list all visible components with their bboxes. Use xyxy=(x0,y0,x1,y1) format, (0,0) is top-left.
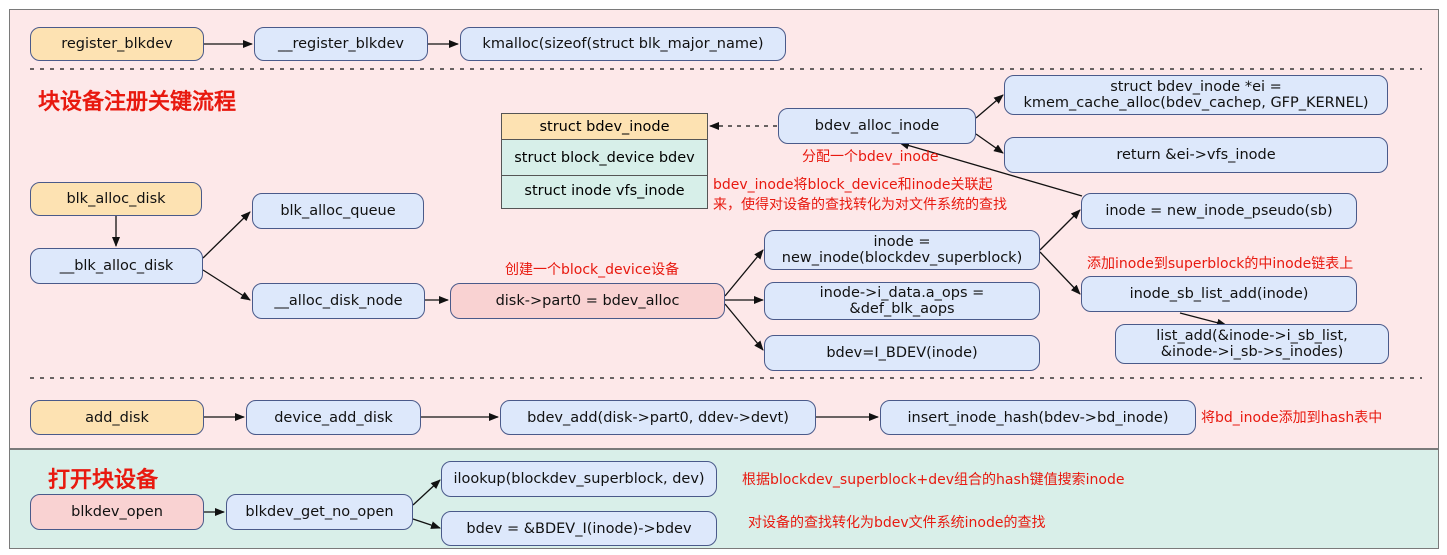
edge-bdev-alloc-to-new-inode xyxy=(724,249,764,297)
edge-new-inode-to-pseudo xyxy=(1039,209,1081,251)
bdev-alloc-node: disk->part0 = bdev_alloc xyxy=(450,283,725,319)
kmalloc-node: kmalloc(sizeof(struct blk_major_name) xyxy=(460,27,786,61)
new-inode-line2: new_inode(blockdev_superblock) xyxy=(781,250,1023,266)
__register-blkdev-node: __register_blkdev xyxy=(254,27,428,61)
kmem-cache-alloc-line2: kmem_cache_alloc(bdev_cachep, GFP_KERNEL… xyxy=(1023,95,1369,111)
new-inode-pseudo-node: inode = new_inode_pseudo(sb) xyxy=(1081,193,1357,229)
blk-alloc-queue-node: blk_alloc_queue xyxy=(252,193,424,229)
note-add-to-superblock: 添加inode到superblock的中inode链表上 xyxy=(1087,256,1354,272)
new-inode-line1: inode = xyxy=(873,234,931,250)
edge-__blk-to-queue xyxy=(202,211,251,259)
edge-sb-list-to-list-add xyxy=(1179,312,1227,327)
edge-alloc-inode-to-kmem xyxy=(975,94,1004,119)
blkdev-get-no-open-node: blkdev_get_no_open xyxy=(226,494,413,530)
kmem-cache-alloc-node: struct bdev_inode *ei = kmem_cache_alloc… xyxy=(1004,75,1388,115)
bdev-i-bdev-node: bdev=I_BDEV(inode) xyxy=(764,335,1040,371)
edge-get-no-open-to-bdev xyxy=(412,518,441,529)
note-alloc-bdev-inode: 分配一个bdev_inode xyxy=(802,149,939,165)
edge-bdev-alloc-to-bdev-i xyxy=(724,303,764,351)
open-section-title: 打开块设备 xyxy=(48,468,159,493)
bdev-inode-struct-field-vfs-inode: struct inode vfs_inode xyxy=(524,183,685,199)
__blk-alloc-disk-node: __blk_alloc_disk xyxy=(30,248,203,284)
i-data-aops-node: inode->i_data.a_ops = &def_blk_aops xyxy=(764,282,1040,320)
register-section-title: 块设备注册关键流程 xyxy=(38,90,237,115)
note-add-to-hash: 将bd_inode添加到hash表中 xyxy=(1201,410,1383,426)
edge-new-inode-to-sb-list xyxy=(1039,251,1081,295)
list-add-line2: &inode->i_sb->s_inodes) xyxy=(1160,344,1344,360)
add-disk-node: add_disk xyxy=(30,400,204,435)
bdev-add-node: bdev_add(disk->part0, ddev->devt) xyxy=(500,400,816,435)
edge-get-no-open-to-ilookup xyxy=(412,479,441,506)
edge-alloc-inode-to-return xyxy=(975,133,1004,154)
note-associate-line1: bdev_inode将block_device和inode关联起 xyxy=(713,177,993,193)
i-data-aops-line2: &def_blk_aops xyxy=(849,301,955,317)
device-add-disk-node: device_add_disk xyxy=(246,400,421,435)
blkdev-open-node: blkdev_open xyxy=(30,494,204,530)
bdev-inode-struct-field-bdev: struct block_device bdev xyxy=(502,140,707,176)
bdev-inode-struct: struct bdev_inode struct block_device bd… xyxy=(501,113,708,209)
register-blkdev-node: register_blkdev xyxy=(30,27,204,61)
bdev-from-inode-node: bdev = &BDEV_I(inode)->bdev xyxy=(441,511,717,546)
note-associate-line2: 来，使得对设备的查找转化为对文件系统的查找 xyxy=(713,197,1007,213)
kmem-cache-alloc-line1: struct bdev_inode *ei = xyxy=(1110,79,1282,95)
edge-__blk-to-alloc-node xyxy=(202,269,251,301)
note-create-block-device: 创建一个block_device设备 xyxy=(505,262,680,278)
list-add-node: list_add(&inode->i_sb_list, &inode->i_sb… xyxy=(1115,324,1389,364)
edge-pseudo-to-alloc-inode xyxy=(899,141,1083,197)
inode-sb-list-add-node: inode_sb_list_add(inode) xyxy=(1081,276,1357,312)
ilookup-node: ilookup(blockdev_superblock, dev) xyxy=(441,461,717,497)
i-data-aops-line1: inode->i_data.a_ops = xyxy=(819,285,985,301)
note-lookup-to-fs: 对设备的查找转化为bdev文件系统inode的查找 xyxy=(748,515,1046,531)
bdev-inode-struct-header: struct bdev_inode xyxy=(502,114,707,140)
return-vfs-inode-node: return &ei->vfs_inode xyxy=(1004,137,1388,173)
new-inode-node: inode = new_inode(blockdev_superblock) xyxy=(764,230,1040,270)
insert-inode-hash-node: insert_inode_hash(bdev->bd_inode) xyxy=(880,400,1196,435)
list-add-line1: list_add(&inode->i_sb_list, xyxy=(1156,328,1348,344)
bdev-alloc-inode-node: bdev_alloc_inode xyxy=(778,108,976,144)
note-hash-lookup: 根据blockdev_superblock+dev组合的hash键值搜索inod… xyxy=(742,472,1125,488)
__alloc-disk-node-node: __alloc_disk_node xyxy=(252,283,425,319)
blk-alloc-disk-node: blk_alloc_disk xyxy=(30,182,202,216)
